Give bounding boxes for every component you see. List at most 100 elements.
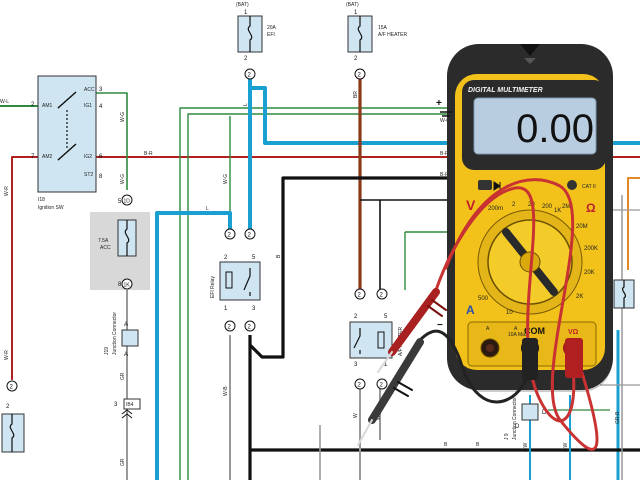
fuse-right[interactable] bbox=[613, 279, 635, 309]
wire-label-w: W bbox=[353, 413, 359, 418]
fuse-ac-heater[interactable]: (BAT) 1 15A A/F HEATER 2 2 bbox=[346, 2, 407, 80]
fuse-efi[interactable]: (BAT) 1 20A EFI 2 2 bbox=[236, 2, 277, 80]
efi-relay-conn-tl[interactable] bbox=[224, 228, 236, 240]
dial-label-2m: 2M bbox=[562, 204, 570, 210]
black-probe-tip bbox=[357, 419, 373, 446]
acc-connector-1d[interactable] bbox=[121, 194, 133, 206]
efi-relay-conn-br-label: 2 bbox=[248, 325, 252, 331]
efi-relay-conn-tr[interactable] bbox=[244, 228, 256, 240]
black-probe-guard bbox=[393, 381, 413, 397]
wire-label-l-2: L bbox=[206, 206, 209, 212]
left-fuse-connector[interactable] bbox=[6, 380, 18, 392]
heater-relay-conn-tr[interactable] bbox=[376, 288, 388, 300]
relay-efi[interactable]: 2 2 2 5 1 3 2 2 EFI Relay bbox=[210, 228, 261, 332]
j9-id: J 9 bbox=[504, 433, 510, 440]
port-label-v-ohm: VΩ bbox=[568, 329, 579, 336]
connector-ib4[interactable]: 3 IB4 bbox=[114, 398, 141, 419]
fuse-efi-pin-top: 1 bbox=[244, 10, 248, 16]
junction-connector-j9[interactable]: D D J 9 Junction Connector bbox=[504, 397, 547, 440]
battery-icon: + − bbox=[436, 98, 452, 331]
heater-relay-pin-5: 5 bbox=[384, 314, 388, 320]
dial-label-200m: 200m bbox=[488, 206, 503, 212]
efi-relay-pin-5: 5 bbox=[252, 255, 256, 261]
ig-pin-3: 3 bbox=[99, 87, 103, 93]
lcd-screen bbox=[473, 97, 597, 155]
wire-l-blue bbox=[248, 74, 640, 145]
dial-label-2k: 2K bbox=[576, 294, 583, 300]
fuse-heater-name: A/F HEATER bbox=[378, 32, 407, 38]
wire-label-l-w-1: L-W bbox=[523, 443, 529, 452]
wire-l-blue3 bbox=[155, 211, 232, 480]
hold-button[interactable] bbox=[478, 180, 492, 190]
ib4-chevron-icon bbox=[121, 409, 133, 419]
down-arrow-icon bbox=[524, 58, 536, 64]
efi-relay-conn-tl-label: 2 bbox=[228, 233, 232, 239]
wire-label-w-b-1: W-B bbox=[223, 386, 229, 396]
wire-label-gr-b: GR-B bbox=[615, 411, 621, 424]
wire-label-w-g-3: W-G bbox=[223, 174, 229, 184]
digital-multimeter[interactable]: DIGITAL MULTIMETER 0.00 CAT II V Ω A 200… bbox=[447, 44, 613, 392]
mark-a: A bbox=[466, 303, 475, 317]
ig-switch-label: Ignition SW bbox=[38, 205, 64, 211]
acc-connector-1k[interactable] bbox=[121, 278, 133, 290]
red-probe[interactable] bbox=[388, 288, 440, 356]
wire-label-b-3: B bbox=[476, 442, 480, 448]
ig-pin-2: 2 bbox=[31, 102, 35, 108]
port-label-com: COM bbox=[524, 326, 545, 336]
red-plug bbox=[565, 338, 583, 378]
dial-label-200k: 200K bbox=[584, 246, 598, 252]
j9-pin-d-1: D bbox=[542, 410, 547, 416]
ig-pin-4: 4 bbox=[99, 104, 103, 110]
left-fuse-element bbox=[9, 414, 15, 452]
fuse-heater-connector[interactable] bbox=[354, 68, 366, 80]
efi-relay-conn-bl[interactable] bbox=[224, 320, 236, 332]
red-probe-tip bbox=[377, 351, 393, 373]
fuse-acc[interactable]: 1D 5 7.5A ACC 8 1K bbox=[90, 194, 150, 290]
efi-relay-coil bbox=[225, 271, 233, 289]
heater-relay-conn-br[interactable] bbox=[376, 378, 388, 390]
fuse-heater-rating: 15A bbox=[378, 25, 388, 31]
left-fuse-connector-label: 2 bbox=[10, 385, 14, 391]
ignition-switch[interactable]: AM1 AM2 ACC IG1 IG2 ST2 2 7 3 4 6 8 I18 … bbox=[31, 75, 103, 211]
j9-label: Junction Connector bbox=[512, 397, 518, 440]
black-probe[interactable] bbox=[368, 338, 424, 424]
acc-fuse-element bbox=[124, 220, 130, 256]
wire-label-l-w-2: L-W bbox=[563, 443, 569, 452]
fuse-left-bottom[interactable]: 2 2 bbox=[1, 380, 25, 453]
dial-label-2: 2 bbox=[512, 202, 516, 208]
wire-w-g-top bbox=[179, 107, 470, 480]
fuse-heater-connector-label: 2 bbox=[358, 73, 362, 79]
power-icon[interactable] bbox=[567, 180, 577, 190]
lcd-reading: 0.00 bbox=[516, 107, 594, 151]
dial-label-200: 200 bbox=[542, 204, 553, 210]
heater-relay-pin-1: 1 bbox=[384, 362, 388, 368]
heater-relay-conn-bl[interactable] bbox=[354, 378, 366, 390]
efi-relay-label: EFI Relay bbox=[210, 276, 216, 298]
port-10a-hole bbox=[486, 344, 494, 352]
fuse-efi-rating: 20A bbox=[267, 25, 277, 31]
fuse-efi-name: EFI bbox=[267, 32, 275, 38]
test-leads[interactable] bbox=[357, 178, 599, 451]
dial-label-20m: 20M bbox=[576, 224, 588, 230]
heater-relay-coil bbox=[377, 331, 385, 349]
efi-relay-pin-1: 1 bbox=[224, 306, 228, 312]
fuse-heater-source: (BAT) bbox=[346, 2, 359, 8]
fuse-efi-connector[interactable] bbox=[244, 68, 256, 80]
efi-relay-conn-br[interactable] bbox=[244, 320, 256, 332]
fuse-heater-pin-bottom: 2 bbox=[354, 56, 358, 62]
wire-label-b-1: B bbox=[276, 254, 282, 258]
relay-heater[interactable]: 2 2 2 5 3 1 2 2 A/F HEATER bbox=[349, 288, 404, 390]
wire-w-g-acc bbox=[96, 92, 128, 190]
wire-label-gr-1: GR bbox=[120, 372, 126, 380]
j19-label: Junction Connector bbox=[112, 312, 118, 355]
fuse-efi-source: (BAT) bbox=[236, 2, 249, 8]
ib4-pin: 3 bbox=[114, 402, 118, 408]
wires bbox=[0, 74, 640, 480]
dial-label-500: 500 bbox=[478, 296, 489, 302]
ig-term-st2: ST2 bbox=[84, 172, 93, 178]
ig-pin-6: 6 bbox=[99, 154, 103, 160]
junction-connector-j19[interactable]: A A J19 Junction Connector bbox=[104, 312, 139, 358]
heater-relay-conn-tl[interactable] bbox=[354, 288, 366, 300]
wire-label-br: BR bbox=[353, 91, 359, 98]
ig-term-ig2: IG2 bbox=[84, 154, 92, 160]
